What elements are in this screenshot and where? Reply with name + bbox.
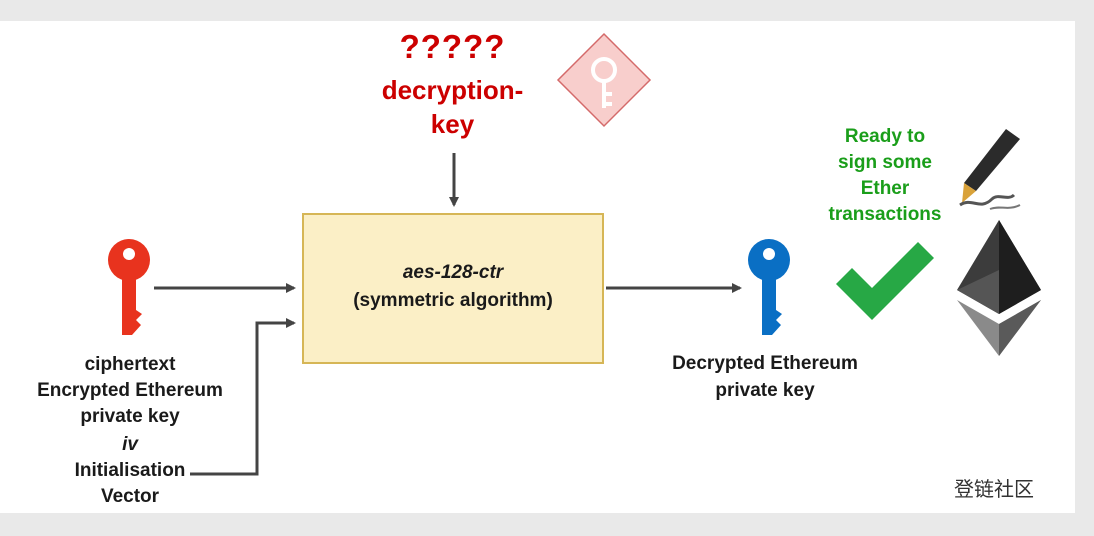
decrypted-line-1: Decrypted Ethereum (672, 353, 858, 374)
decrypted-key-label: Decrypted Ethereum private key (630, 350, 900, 404)
key-diamond-icon (556, 32, 652, 128)
red-key-icon (108, 239, 150, 335)
iv-label: iv Initialisation Vector (10, 432, 250, 510)
decryption-key-line-2: key (430, 109, 475, 139)
arrow-iv-in (190, 318, 296, 476)
algorithm-name: aes-128-ctr (402, 262, 504, 283)
unknown-marks: ????? (399, 28, 506, 65)
decryption-key-line-1: decryption- (381, 75, 524, 105)
ready-line-3: Ether (860, 178, 910, 199)
decryption-key-label: decryption- key (355, 73, 550, 141)
watermark: 登链社区 (954, 477, 1034, 501)
iv-line-1: Initialisation (74, 460, 186, 481)
ready-to-sign-label: Ready to sign some Ether transactions (800, 124, 970, 228)
ethereum-logo-icon (957, 220, 1041, 356)
ciphertext-line-3: private key (80, 406, 180, 427)
ready-line-1: Ready to (844, 126, 926, 147)
decrypted-line-2: private key (715, 380, 815, 401)
blue-key-icon (748, 239, 790, 335)
ciphertext-label: ciphertext Encrypted Ethereum private ke… (10, 352, 250, 430)
iv-name: iv (122, 434, 138, 455)
ciphertext-line-2: Encrypted Ethereum (37, 380, 223, 401)
ciphertext-line-1: ciphertext (84, 354, 176, 375)
ready-line-4: transactions (828, 204, 942, 225)
iv-line-2: Vector (100, 486, 160, 507)
checkmark-icon (836, 242, 934, 320)
aes-algorithm-box (302, 213, 604, 364)
algorithm-description: (symmetric algorithm) (353, 290, 553, 311)
pen-icon (959, 129, 1021, 210)
ready-line-2: sign some (838, 152, 932, 173)
